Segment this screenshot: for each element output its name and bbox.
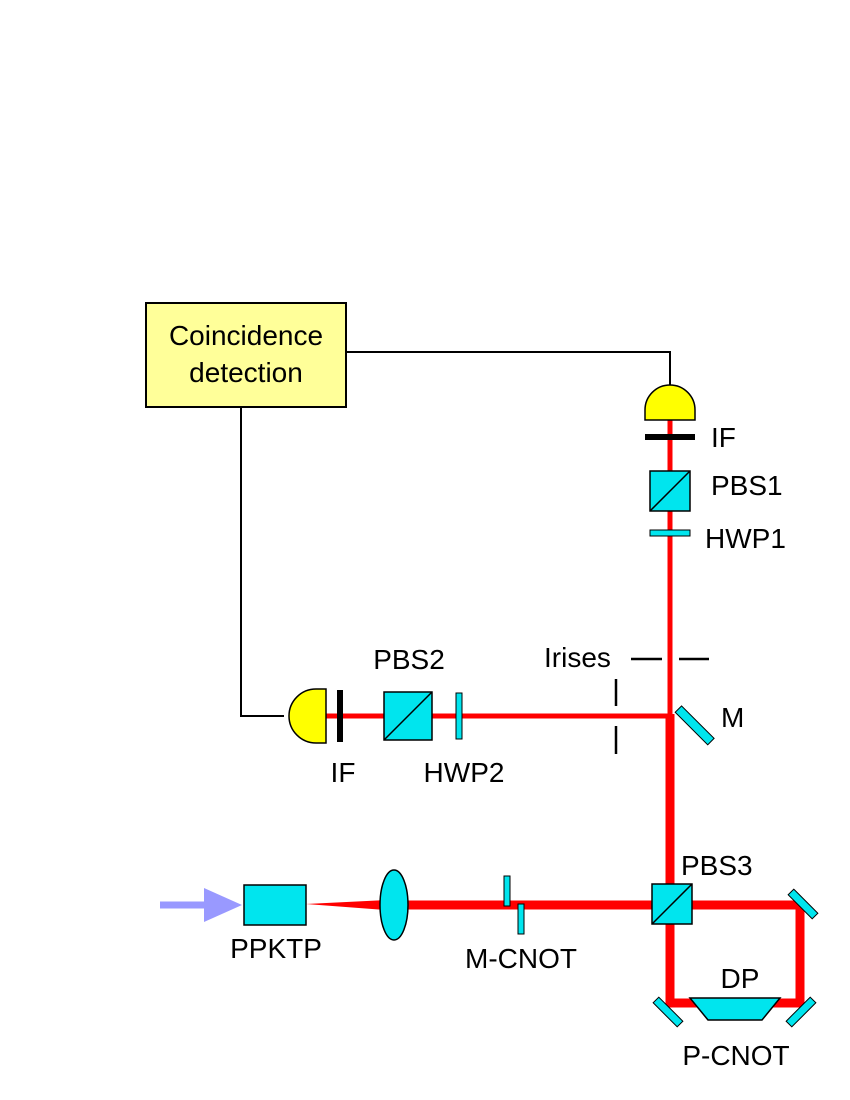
mirror-m <box>674 705 715 746</box>
irises-label: Irises <box>544 642 611 673</box>
dp-label: DP <box>721 963 760 994</box>
pump-arrow-icon <box>204 888 242 922</box>
pbs3-split-line <box>651 883 693 925</box>
pbs1-split-line <box>649 470 691 512</box>
hwp1-plate <box>649 529 691 537</box>
mirror-m-label: M <box>721 702 744 733</box>
m-cnot-plate-lower <box>517 903 525 935</box>
pbs1-label: PBS1 <box>711 470 783 501</box>
p-cnot-mirror-bottom-left <box>652 996 684 1028</box>
pbs3-label: PBS3 <box>681 850 753 881</box>
ppktp-label: PPKTP <box>230 933 322 964</box>
beam-from-crystal <box>306 900 386 910</box>
p-cnot-mirror-top-right <box>787 888 819 920</box>
if-left-label: IF <box>331 757 356 788</box>
hwp1-label: HWP1 <box>705 523 786 554</box>
coincidence-label-line1: Coincidence <box>169 320 323 351</box>
if-top-label: IF <box>711 422 736 453</box>
m-cnot-label: M-CNOT <box>465 943 577 974</box>
beam-p-cnot-loop <box>665 900 805 1008</box>
coincidence-detection-box <box>145 302 347 408</box>
lens <box>379 869 409 941</box>
m-cnot-plate-upper <box>503 875 511 907</box>
hwp2-plate <box>455 692 463 740</box>
p-cnot-mirror-bottom-right <box>785 996 817 1028</box>
detector-top-icon <box>644 384 696 421</box>
wire-top-detector <box>346 351 671 392</box>
detector-left-icon <box>288 688 327 744</box>
pbs2-label: PBS2 <box>373 644 445 675</box>
dove-prism <box>688 997 782 1021</box>
pbs2-split-line <box>383 691 433 741</box>
ppktp-crystal <box>243 884 307 926</box>
wire-left-detector <box>240 407 284 717</box>
coincidence-label-line2: detection <box>189 357 303 388</box>
p-cnot-label: P-CNOT <box>682 1040 789 1071</box>
hwp2-label: HWP2 <box>424 757 505 788</box>
